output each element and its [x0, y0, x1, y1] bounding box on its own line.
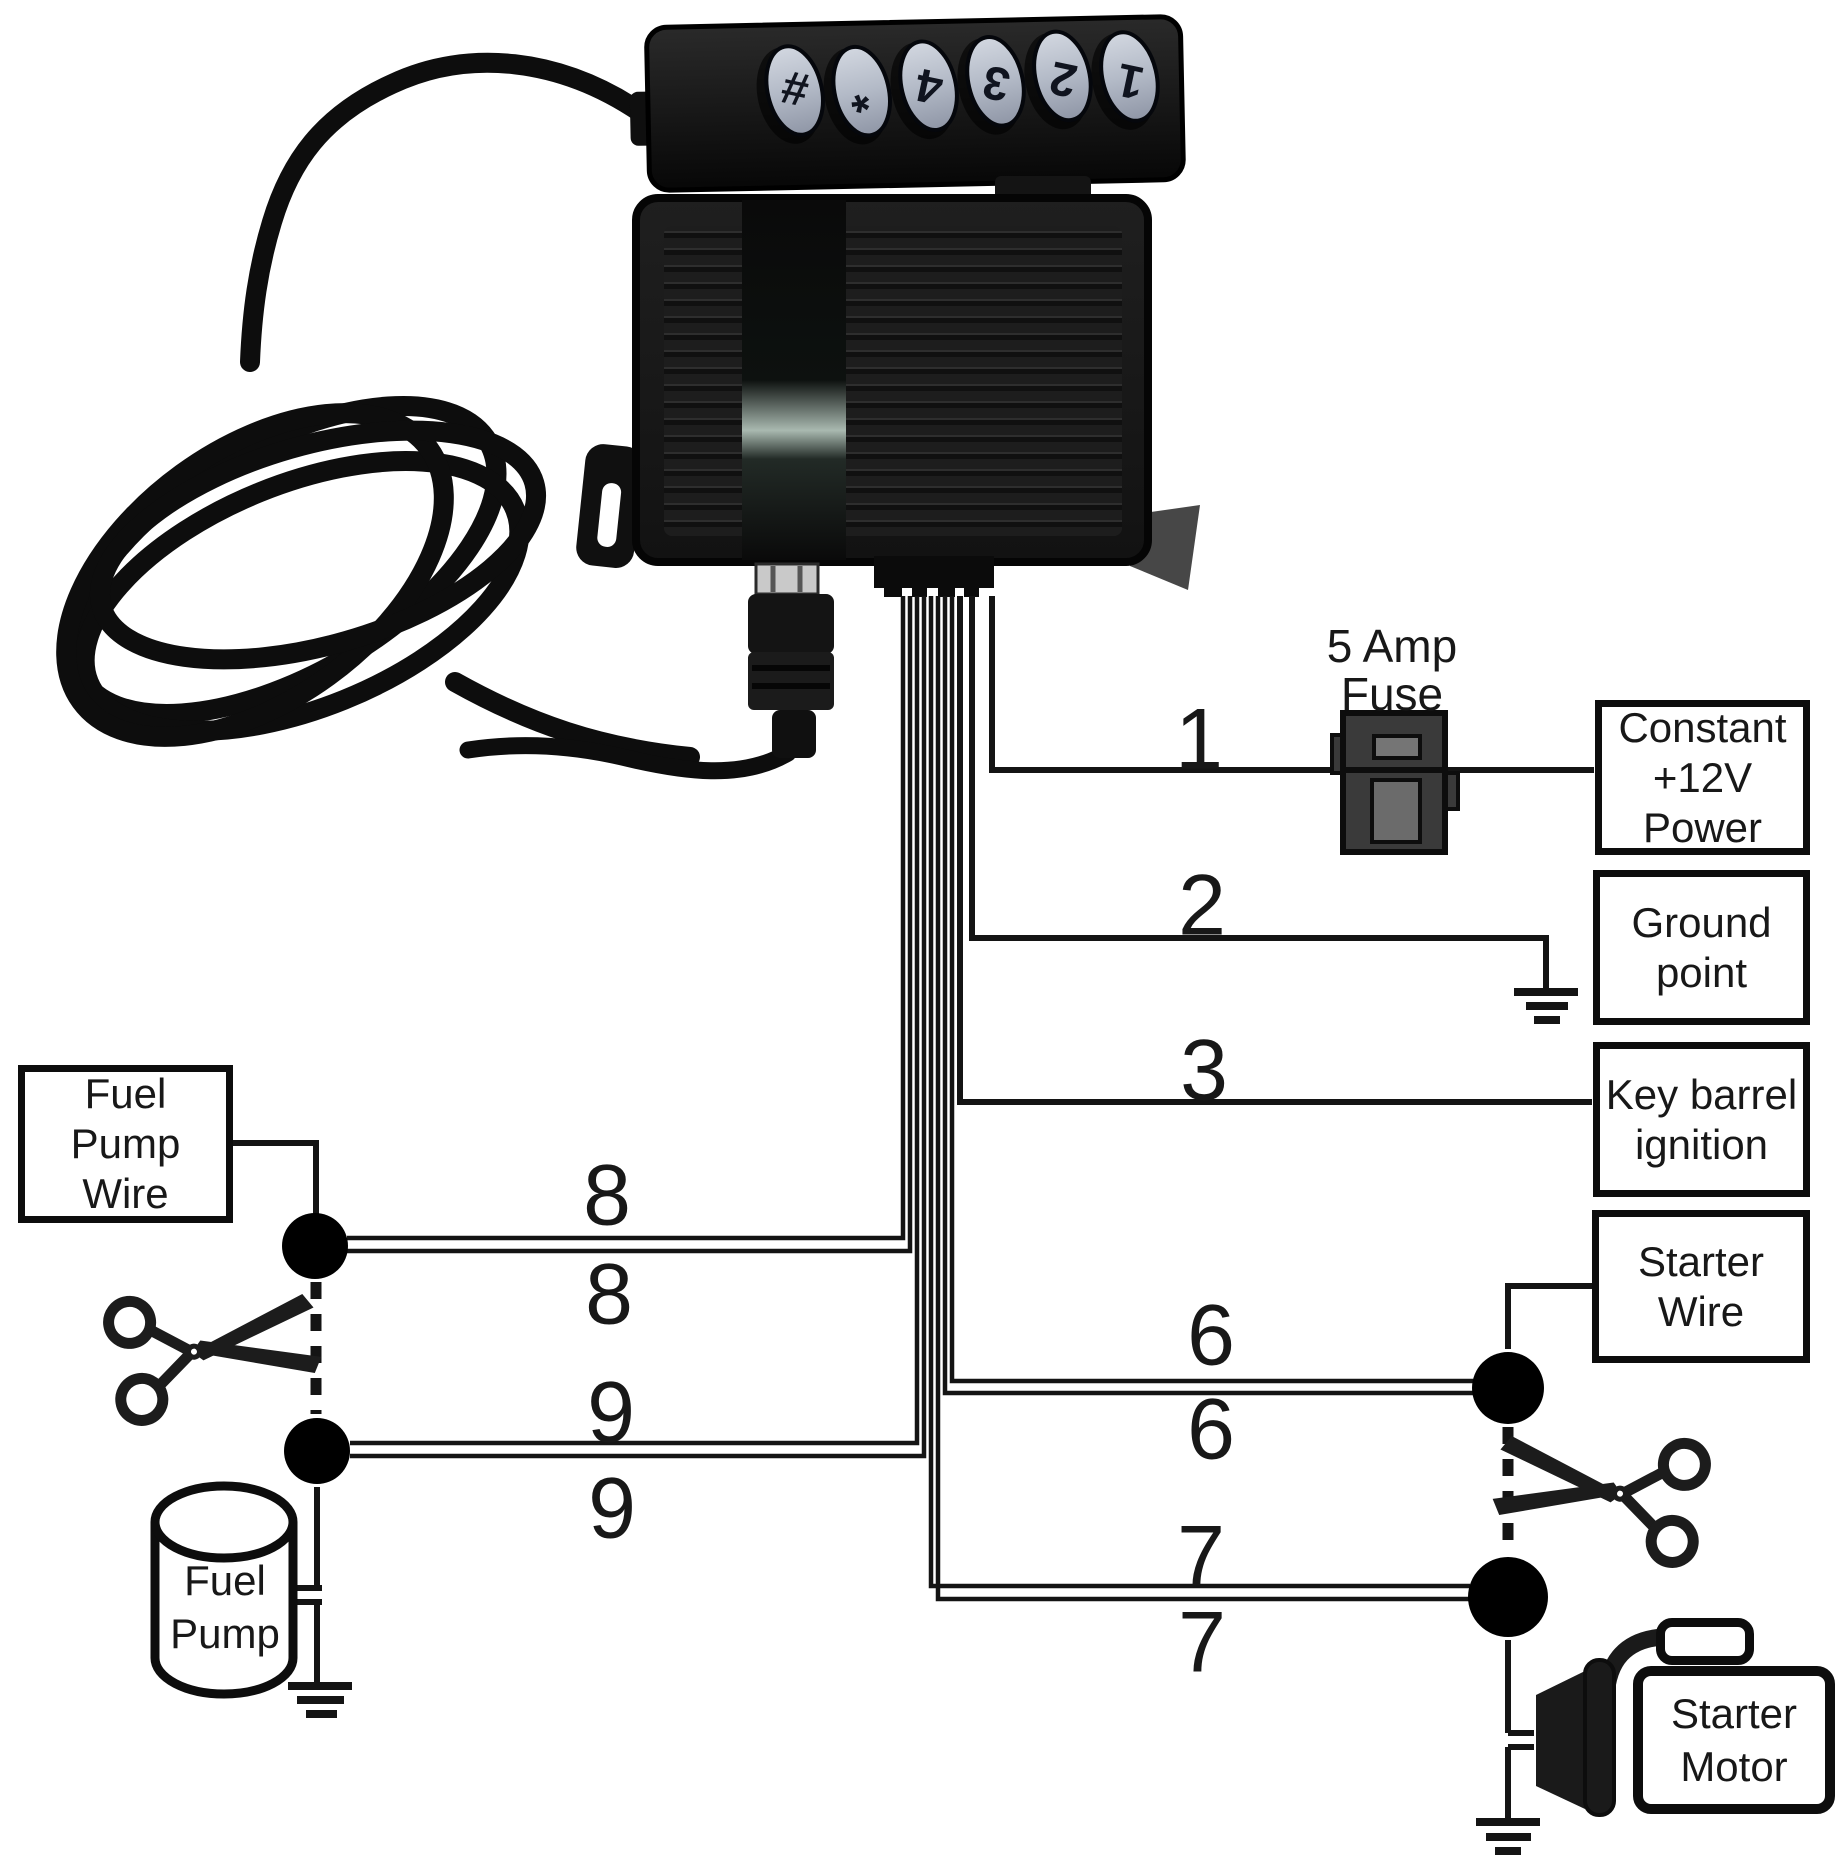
wire-label-6-upper: 6	[1187, 1287, 1235, 1384]
fuel-pump-label-line: Pump	[170, 1610, 280, 1657]
wire-7-upper	[928, 596, 1470, 1589]
wire-9-upper	[350, 596, 920, 1446]
starter-motor-flange	[1583, 1658, 1616, 1817]
plug-tip	[772, 710, 816, 758]
fuel-pump-label-line: Fuel	[184, 1557, 266, 1604]
starter-motor-symbol	[1536, 1628, 1664, 1817]
ground-symbols	[288, 988, 1578, 1855]
fuse-caption-line2: Fuse	[1340, 668, 1444, 720]
starter-wire-line: Wire	[1657, 1287, 1745, 1335]
fuel-junction-lower	[284, 1418, 350, 1484]
outlet-tooth	[884, 586, 902, 597]
key-4	[898, 39, 959, 132]
wire-8-upper	[347, 596, 906, 1241]
fuel-pump-wire-box: Fuel Pump Wire	[18, 1065, 233, 1223]
wire-label-1: 1	[1175, 691, 1223, 788]
starter-motor-drop-wire	[1505, 1640, 1534, 1821]
cut-sections	[310, 1282, 1514, 1554]
constant-power-line: +12V	[1652, 753, 1753, 801]
fuel-junction-upper	[282, 1213, 348, 1279]
wire-2-ground	[969, 596, 1549, 992]
key-barrel-line: Key barrel	[1605, 1070, 1798, 1118]
ground-point-box: Ground point	[1593, 870, 1810, 1025]
module-wire-outlet	[874, 556, 994, 588]
plug-cable	[459, 737, 797, 780]
fuse-caption: 5 Amp Fuse	[1327, 622, 1457, 718]
wire-label-2: 2	[1178, 857, 1226, 954]
ground-symbol-main	[1514, 988, 1578, 1024]
fuel-pump-wire-link	[233, 1140, 319, 1216]
scissors-icon	[106, 1273, 327, 1424]
wire-label-9-lower: 9	[588, 1460, 636, 1557]
fuel-pump-symbol	[150, 1481, 298, 1699]
wire-1-power	[989, 596, 1594, 773]
module-bracket-band	[742, 200, 846, 560]
wire-label-3: 3	[1180, 1022, 1228, 1119]
keypad-device	[629, 14, 1186, 193]
starter-motor-line: Motor	[1680, 1743, 1788, 1790]
wire-label-7-lower: 7	[1178, 1594, 1226, 1691]
key-3	[965, 35, 1026, 128]
starter-junction-lower	[1468, 1557, 1548, 1637]
key-star	[831, 44, 892, 138]
module-ribs	[664, 226, 1122, 536]
key-barrel-line: ignition	[1634, 1120, 1769, 1168]
constant-power-box: Constant +12V Power	[1595, 700, 1810, 855]
starter-junction-upper	[1472, 1352, 1544, 1424]
ground-point-line: Ground	[1631, 898, 1772, 946]
fuse-caption-line1: 5 Amp	[1326, 620, 1458, 672]
constant-power-line: Constant	[1618, 703, 1787, 751]
wire-label-8-upper: 8	[583, 1147, 631, 1244]
ground-point-line: point	[1655, 948, 1748, 996]
starter-wire-line: Starter	[1637, 1237, 1765, 1285]
constant-power-line: Power	[1642, 803, 1763, 851]
wire-6-upper	[949, 596, 1474, 1384]
scissors-icon	[1487, 1415, 1708, 1566]
fuse-element	[1370, 778, 1422, 844]
keypad-cable-coil	[56, 52, 700, 767]
wire-bundle	[347, 596, 1474, 1602]
fuel-pump-wire-line: Fuel Pump	[70, 1070, 181, 1167]
fuel-pump-drop-wire	[290, 1487, 322, 1685]
key-hash	[764, 44, 825, 137]
plug-body-lower	[748, 652, 834, 710]
plug-socket	[754, 562, 820, 596]
wire-3-ignition	[957, 596, 1592, 1105]
fuse-5amp	[1330, 710, 1460, 855]
fuse-window	[1372, 734, 1422, 760]
wire-8-lower	[347, 596, 913, 1254]
wire-label-9-upper: 9	[587, 1364, 635, 1461]
module-mount-tab	[576, 444, 644, 568]
starter-wire-box: Starter Wire	[1592, 1210, 1810, 1363]
starter-motor-solenoid	[1656, 1618, 1754, 1665]
starter-motor-line: Starter	[1670, 1690, 1798, 1737]
key-1	[1099, 30, 1160, 123]
junction-dots	[282, 1213, 1548, 1637]
control-module	[576, 176, 1200, 597]
starter-motor-cone	[1536, 1671, 1585, 1809]
wire-label-8-lower: 8	[585, 1246, 633, 1343]
ground-symbol-fuel-pump	[288, 1682, 352, 1718]
starter-motor-box: Starter Motor	[1633, 1666, 1835, 1814]
wire-label-6-lower: 6	[1187, 1381, 1235, 1478]
outlet-tooth	[964, 586, 979, 597]
wire-6-lower	[942, 596, 1474, 1396]
wire-label-7-upper: 7	[1177, 1508, 1225, 1605]
keypad-keys	[764, 29, 1160, 138]
fuel-pump-label: Fuel Pump	[156, 1552, 294, 1662]
fuel-pump-cylinder-body	[150, 1522, 298, 1699]
ground-symbol-starter	[1476, 1818, 1540, 1855]
wire-7-lower	[935, 596, 1470, 1602]
plug-body	[748, 594, 834, 654]
fuel-pump-cylinder-top	[150, 1481, 298, 1563]
keypad-plug-assembly	[459, 562, 834, 780]
fuel-pump-wire-line: Wire	[82, 1170, 169, 1217]
wire-9-lower	[350, 596, 927, 1459]
outlet-tooth	[938, 586, 955, 597]
starter-wire-link	[1505, 1283, 1592, 1349]
key-barrel-box: Key barrel ignition	[1593, 1042, 1810, 1197]
outlet-tooth	[912, 586, 927, 597]
key-2	[1032, 29, 1093, 123]
